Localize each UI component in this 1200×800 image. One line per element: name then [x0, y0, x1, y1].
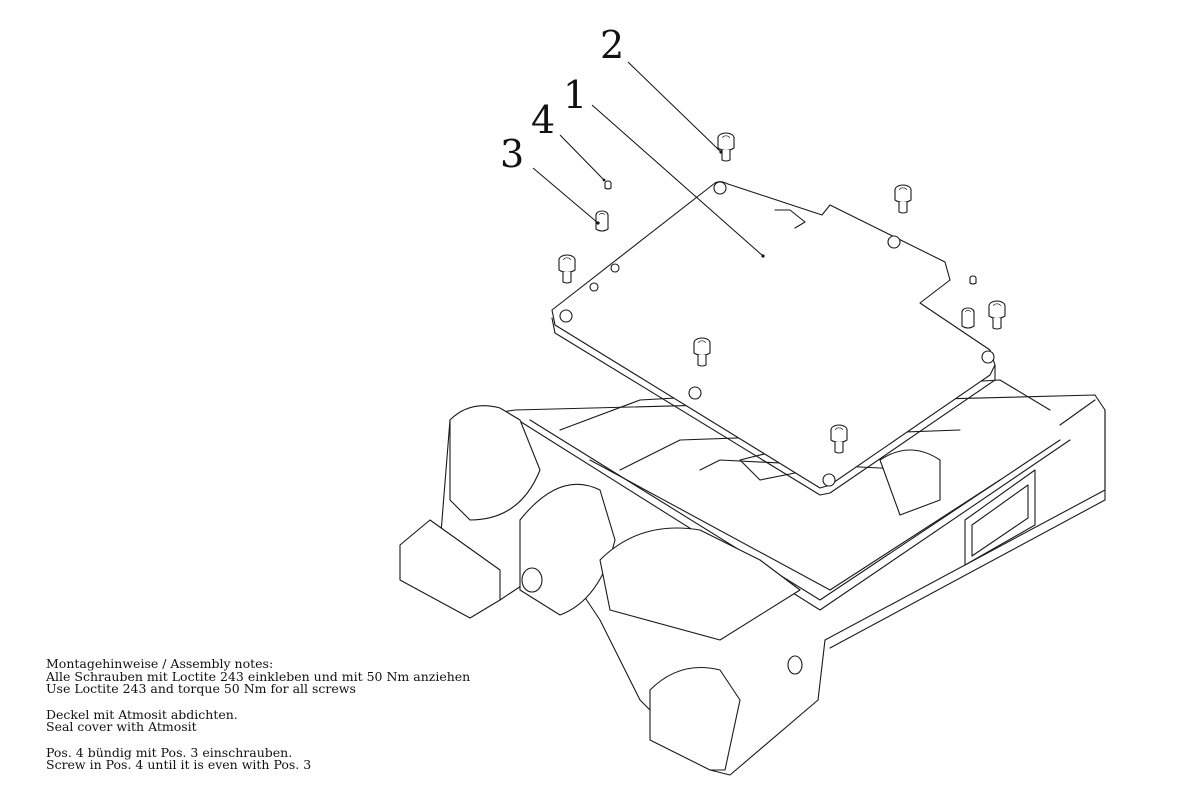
position-label-1: 1 [563, 73, 587, 117]
insert-pos3 [595, 210, 609, 232]
setscrew-pos4 [604, 180, 612, 190]
screw-left [558, 254, 576, 284]
assembly-notes: Montagehinweise / Assembly notes: Alle S… [46, 656, 566, 772]
leader-lines [532, 61, 765, 258]
insert-right [961, 307, 975, 329]
setscrew-right [969, 275, 977, 285]
screw-pos2-top [717, 132, 735, 162]
screw-right [988, 300, 1006, 330]
notes-heading: Montagehinweise / Assembly notes: [46, 656, 274, 671]
cover-plate [551, 181, 996, 496]
screw-right-top [894, 184, 912, 214]
note-line-1-de: Alle Schrauben mit Loctite 243 einkleben… [46, 668, 471, 684]
note-line-1-en: Use Loctite 243 and torque 50 Nm for all… [46, 681, 356, 696]
position-label-4: 4 [531, 98, 555, 142]
side-window [964, 469, 1036, 566]
left-lobes [399, 405, 941, 771]
note-line-3-en: Screw in Pos. 4 until it is even with Po… [46, 757, 312, 772]
note-line-2-de: Deckel mit Atmosit abdichten. [46, 706, 238, 722]
position-label-3: 3 [500, 132, 524, 176]
note-line-2-en: Seal cover with Atmosit [46, 719, 197, 734]
position-label-2: 2 [600, 23, 624, 67]
note-line-3-de: Pos. 4 bündig mit Pos. 3 einschrauben. [46, 744, 293, 760]
